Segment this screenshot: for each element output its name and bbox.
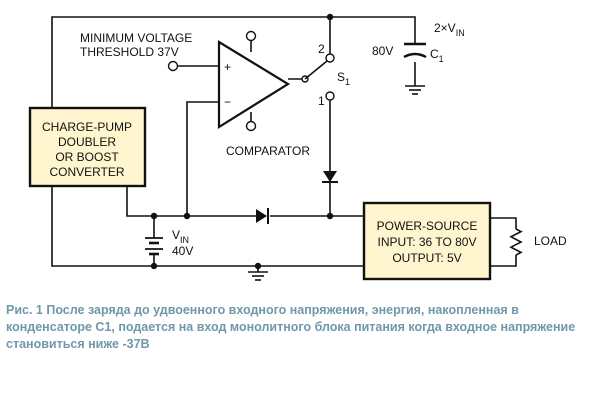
double-vin-label: 2×VIN xyxy=(434,21,465,38)
switch-label: S1 xyxy=(337,70,350,87)
load-bottom-wire xyxy=(490,255,517,267)
min-voltage-label: MINIMUM VOLTAGE xyxy=(80,31,192,45)
switch-arm xyxy=(304,60,328,80)
figure-caption: Рис. 1 После заряда до удвоенного входно… xyxy=(6,303,576,351)
junction-dots xyxy=(150,13,334,270)
comparator-triangle xyxy=(217,40,291,129)
main-ground-icon xyxy=(248,271,268,281)
junction-dot xyxy=(326,13,334,21)
comparator-label: COMPARATOR xyxy=(226,144,310,158)
comp-bottom-terminal xyxy=(245,120,257,132)
cap-ground-icon xyxy=(405,85,425,95)
junction-dot xyxy=(183,212,191,220)
charge-pump-block xyxy=(28,106,147,188)
power-source-line-1: POWER-SOURCE xyxy=(377,219,478,233)
top-rail-wire xyxy=(51,16,416,108)
power-source-block xyxy=(362,201,492,281)
diode-horizontal xyxy=(256,208,269,224)
load-label: LOAD xyxy=(534,234,567,248)
switch-s1 xyxy=(301,53,335,101)
junction-dot xyxy=(326,212,334,220)
cap-plate-bottom xyxy=(403,52,427,59)
junction-dot xyxy=(254,262,262,270)
power-source-line-3: OUTPUT: 5V xyxy=(392,251,461,265)
vin-value-label: 40V xyxy=(172,244,193,258)
junction-dot xyxy=(150,212,158,220)
comparator-symbol: + − xyxy=(217,40,291,129)
switch-pos-2-label: 2 xyxy=(318,42,325,56)
cap-voltage-label: 80V xyxy=(372,44,393,58)
minus-input-wire xyxy=(186,101,219,216)
diode-horizontal-triangle xyxy=(256,209,267,223)
circuit-schematic: + − xyxy=(28,13,567,281)
vin-label: VIN xyxy=(172,228,189,245)
vin-node-wire xyxy=(126,186,258,217)
threshold-label: THRESHOLD 37V xyxy=(80,45,179,59)
charge-pump-line-4: CONVERTER xyxy=(49,165,124,179)
charge-pump-line-3: OR BOOST xyxy=(55,150,119,164)
comp-top-terminal xyxy=(245,30,257,42)
junction-dot xyxy=(150,262,158,270)
charge-pump-line-2: DOUBLER xyxy=(58,135,116,149)
switch-contact-2 xyxy=(325,53,335,63)
ground-symbols xyxy=(248,85,425,281)
battery-vin xyxy=(145,237,163,256)
power-source-line-2: INPUT: 36 TO 80V xyxy=(378,235,477,249)
load-resistor-icon xyxy=(509,228,523,256)
switch-contact-1 xyxy=(325,91,335,101)
load-top-wire xyxy=(490,217,517,229)
comparator-plus-sign: + xyxy=(224,60,231,74)
capacitor-c1 xyxy=(403,42,427,59)
cap-name-label: C1 xyxy=(430,47,444,64)
threshold-terminal xyxy=(167,60,179,72)
diode-vertical xyxy=(322,171,338,183)
open-terminals xyxy=(167,30,257,132)
ground-rail-wire xyxy=(51,186,364,267)
comparator-minus-sign: − xyxy=(224,95,231,109)
power-source-text: POWER-SOURCE INPUT: 36 TO 80V OUTPUT: 5V xyxy=(377,219,478,265)
charge-pump-line-1: CHARGE-PUMP xyxy=(42,120,132,134)
switch-pos-1-label: 1 xyxy=(318,94,325,108)
charge-pump-text: CHARGE-PUMP DOUBLER OR BOOST CONVERTER xyxy=(42,120,132,179)
diode-vertical-triangle xyxy=(323,171,337,182)
